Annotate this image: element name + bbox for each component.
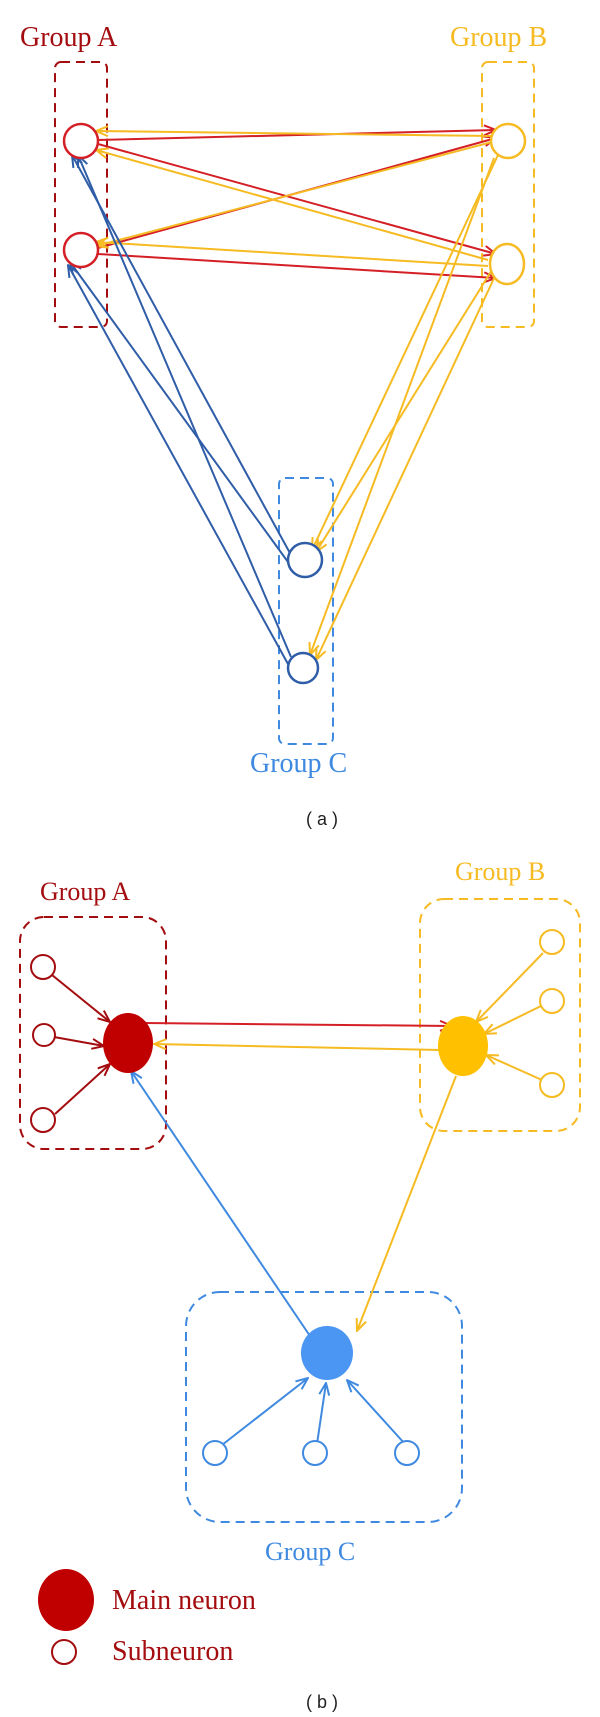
arrow-sub-b3: [486, 1055, 543, 1081]
legend-main-neuron-swatch: [38, 1569, 94, 1631]
panel-a-neuron-a1: [62, 122, 100, 160]
panel-b-group-c-box: [185, 1291, 463, 1523]
arrow-main-c-a: [131, 1071, 311, 1337]
panel-a-red-connections: [97, 130, 496, 278]
arrow-sub-a2: [53, 1036, 104, 1046]
arrow-sub-c1: [221, 1378, 308, 1446]
arrow-b2-c1: [316, 269, 493, 552]
panel-b-main-neuron-c: [301, 1326, 353, 1380]
arrow-main-b-c: [357, 1075, 457, 1331]
panel-a-group-b-box: [481, 61, 535, 328]
panel-b-subneuron-b3: [539, 1072, 565, 1098]
panel-b-subneuron-arrows-b: [476, 952, 544, 1081]
arrow-b2-a1: [96, 150, 489, 261]
arrow-c2-a1: [78, 155, 292, 658]
panel-b-main-neuron-a: [103, 1013, 153, 1073]
panel-b-caption: ( b ): [306, 1692, 338, 1712]
panel-b-subneuron-c3: [394, 1440, 420, 1466]
arrow-sub-c3: [347, 1380, 406, 1445]
panel-b-subneuron-a1: [30, 954, 56, 980]
arrow-b1-c2: [310, 157, 495, 655]
arrow-sub-a3: [54, 1064, 110, 1115]
arrow-b2-a2: [96, 242, 489, 267]
panel-a-neuron-b1: [489, 122, 527, 160]
arrow-sub-b2: [484, 1004, 544, 1034]
panel-a-group-c-label: Group C: [250, 748, 347, 779]
arrow-a1-b1: [97, 130, 496, 141]
panel-b-group-a-label: Group A: [40, 877, 131, 906]
panel-b-group-a-box: [19, 916, 167, 1150]
arrow-b1-a1: [96, 131, 493, 136]
panel-b-subneuron-b1: [539, 929, 565, 955]
panel-a-neuron-b2: [488, 242, 526, 286]
arrow-c2-a2: [68, 265, 289, 665]
panel-b-subneuron-c2: [302, 1440, 328, 1466]
panel-b: Group A Group B Group C: [19, 857, 581, 1712]
arrow-main-a-b: [144, 1023, 452, 1026]
arrow-b1-c1: [312, 154, 499, 550]
panel-b-subneuron-c1: [202, 1440, 228, 1466]
legend-subneuron-swatch: [51, 1639, 77, 1665]
panel-b-main-neuron-b: [438, 1016, 488, 1076]
legend-main-neuron-label: Main neuron: [112, 1585, 256, 1616]
panel-a-group-c-box: [278, 477, 334, 745]
panel-a-neuron-a2: [62, 231, 100, 269]
legend-subneuron-label: Subneuron: [112, 1636, 233, 1667]
panel-a-group-a-box: [54, 61, 108, 328]
panel-a-group-b-label: Group B: [450, 22, 547, 53]
panel-b-group-b-label: Group B: [455, 857, 545, 886]
arrow-sub-b1: [476, 952, 544, 1022]
arrow-c1-a2: [70, 262, 289, 563]
panel-b-group-b-box: [419, 898, 581, 1132]
panel-b-subneuron-b2: [539, 988, 565, 1014]
panel-a-caption: ( a ): [306, 809, 338, 829]
panel-b-subneuron-a2: [32, 1023, 56, 1047]
arrow-c1-a1: [72, 155, 292, 556]
panel-b-group-c-label: Group C: [265, 1537, 355, 1566]
arrow-a2-b2: [97, 253, 496, 278]
panel-b-subneuron-a3: [30, 1107, 56, 1133]
arrow-a1-b2: [97, 143, 496, 254]
legend: Main neuron Subneuron: [38, 1569, 256, 1667]
panel-b-subneuron-arrows-a: [51, 974, 110, 1115]
panel-a-group-a-label: Group A: [20, 22, 118, 53]
arrow-main-b-a: [154, 1044, 441, 1051]
panel-a-neuron-c1: [286, 541, 324, 579]
panel-a-neuron-c2: [286, 651, 320, 685]
panel-a-blue-connections: [68, 155, 292, 665]
arrow-b1-a2: [96, 141, 493, 246]
panel-a-yellow-connections: [96, 131, 499, 660]
panel-a: Group A Group B Group C: [20, 22, 547, 829]
arrow-b2-c2: [316, 273, 497, 660]
panel-b-subneuron-arrows-c: [221, 1378, 406, 1446]
arrow-sub-c2: [316, 1383, 326, 1445]
arrow-sub-a1: [51, 974, 110, 1022]
